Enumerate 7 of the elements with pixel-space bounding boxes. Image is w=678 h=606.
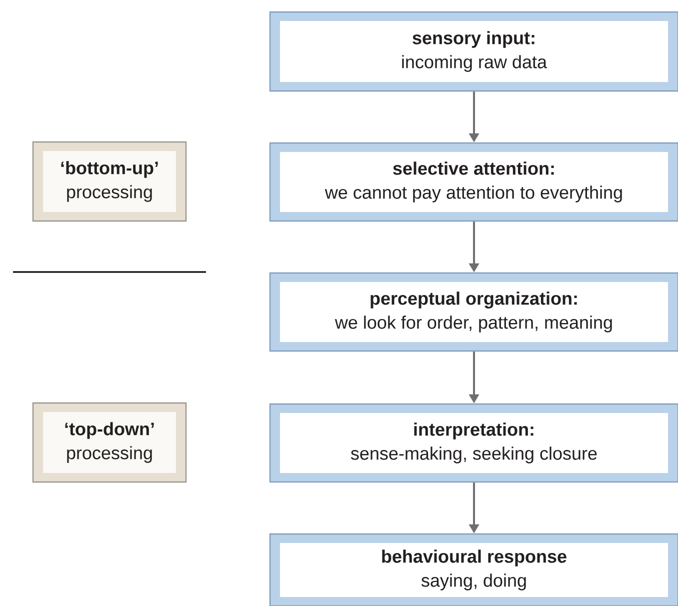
main-box: selective attention: we cannot pay attention to everything <box>269 142 678 222</box>
processing-box: ‘top-down’ processing <box>32 402 187 483</box>
main-box: sensory input: incoming raw data <box>269 11 678 92</box>
processing-box: ‘bottom-up’ processing <box>32 141 187 222</box>
main-box: interpretation: sense-making, seeking closure <box>269 403 678 483</box>
main-box: behavioural response saying, doing <box>269 533 678 606</box>
main-box: perceptual organization: we look for order, pattern, meaning <box>269 272 678 352</box>
